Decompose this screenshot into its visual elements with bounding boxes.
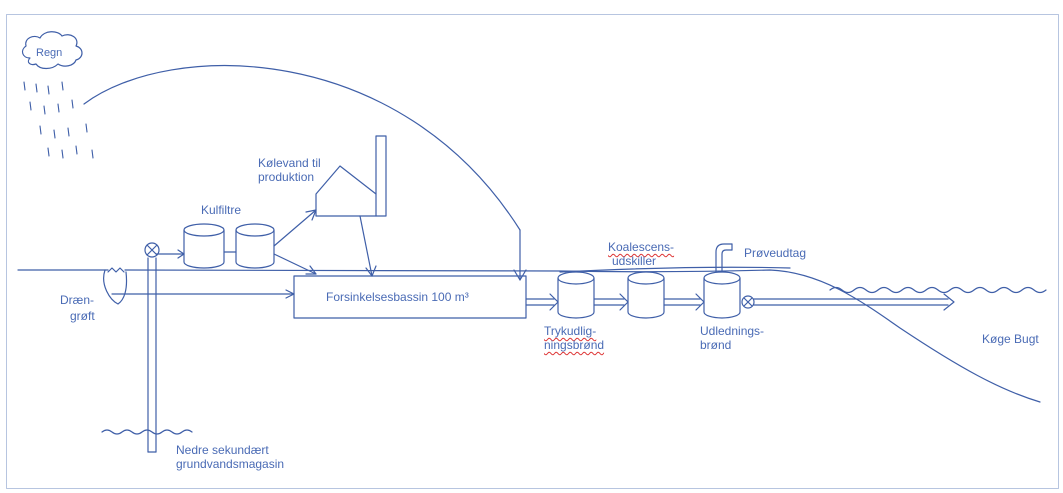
pressure-well-label-2: ningsbrønd bbox=[544, 338, 605, 352]
koge-bay-label: Køge Bugt bbox=[982, 332, 1039, 346]
sea-surface-waves bbox=[829, 286, 1047, 294]
detention-basin bbox=[293, 275, 527, 319]
pipe-building-to-basin bbox=[359, 215, 373, 277]
discharge-valve-cross bbox=[743, 297, 753, 307]
drain-ditch-label-2: grøft bbox=[70, 309, 95, 323]
rain-cloud-icon bbox=[21, 31, 83, 70]
coalescence-label-1: Koalescens- bbox=[608, 240, 675, 254]
carbon-filters-label: Kulfiltre bbox=[201, 203, 242, 217]
carbon-filter-1 bbox=[183, 223, 225, 269]
drain-ditch-label-1: Dræn- bbox=[60, 293, 95, 307]
discharge-well-label-2: brønd bbox=[700, 338, 732, 352]
cooling-building-icon bbox=[315, 135, 387, 217]
pipe-separator-to-discharge bbox=[663, 293, 705, 311]
coalescence-separator bbox=[627, 271, 665, 319]
discharge-well bbox=[703, 271, 741, 319]
rain-runoff-arc bbox=[83, 65, 521, 231]
pressure-equalization-well bbox=[557, 271, 595, 319]
pipe-filters-to-basin-arrowhead bbox=[305, 265, 317, 275]
carbon-filter-2 bbox=[235, 223, 275, 269]
ditch-grass-icon bbox=[107, 267, 125, 273]
discharge-valve-icon bbox=[741, 295, 755, 309]
sample-outlet-label: Prøveudtag bbox=[744, 246, 807, 260]
coalescence-label-2: udskiller bbox=[612, 254, 657, 268]
well-valve-cross bbox=[146, 244, 158, 256]
pressure-well-label-1: Trykudlig- bbox=[544, 324, 597, 338]
frame bbox=[6, 14, 1059, 489]
cooling-water-label-1: Kølevand til bbox=[258, 156, 321, 170]
aquifer-label-2: grundvandsmagasin bbox=[176, 457, 285, 471]
well-pipe bbox=[147, 257, 157, 453]
pipe-pressure-to-separator bbox=[593, 293, 629, 311]
basin-label: Forsinkelsesbassin 100 m³ bbox=[326, 290, 469, 304]
ground-surface bbox=[17, 269, 1041, 403]
well-valve-icon bbox=[144, 242, 160, 258]
rain-label: Regn bbox=[36, 47, 63, 59]
pipe-filters-to-basin bbox=[273, 253, 317, 275]
ground-surface-2 bbox=[559, 266, 791, 273]
pipe-basin-to-pressure-well bbox=[525, 293, 559, 311]
rain-drops-icon bbox=[23, 81, 94, 159]
sample-outlet-pipe bbox=[715, 243, 733, 273]
aquifer-level-line bbox=[101, 429, 193, 435]
aquifer-label-1: Nedre sekundært bbox=[176, 443, 269, 457]
discharge-well-label-1: Udlednings- bbox=[700, 324, 765, 338]
outfall-pipe bbox=[753, 293, 955, 311]
cooling-water-label-2: produktion bbox=[258, 170, 315, 184]
drain-ditch-shape bbox=[103, 269, 128, 305]
pipe-to-cooling bbox=[273, 209, 317, 247]
